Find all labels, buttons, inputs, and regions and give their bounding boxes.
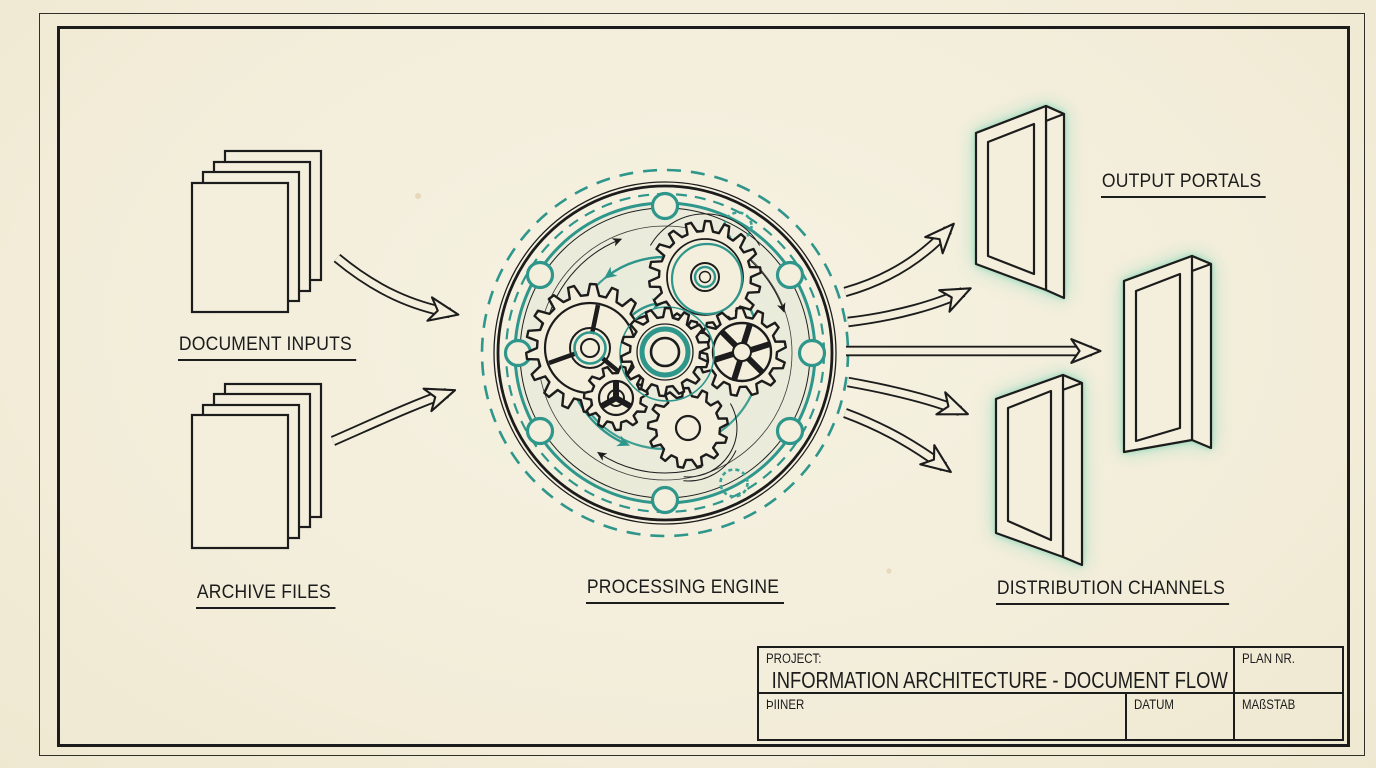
massstab-cell: MAßSTAB [1235, 694, 1342, 739]
archive-files-stack-icon [190, 382, 323, 550]
drafter-cell: ÞIINER [759, 694, 1127, 739]
paper-speck [886, 568, 892, 574]
gear-central [619, 306, 715, 402]
gear-bottom [646, 386, 729, 469]
datum-label: DATUM [1134, 697, 1174, 712]
input-flow-arrows [330, 253, 460, 446]
output-portal-middle-icon [1122, 254, 1213, 454]
massstab-label: MAßSTAB [1242, 697, 1296, 712]
gear-top [648, 219, 762, 335]
project-title: INFORMATION ARCHITECTURE - DOCUMENT FLOW [771, 667, 1228, 693]
label-archive-files: ARCHIVE FILES [196, 581, 351, 609]
document-inputs-stack-icon [190, 149, 323, 314]
output-portal-top-icon [974, 104, 1066, 300]
drafter-label: ÞIINER [766, 697, 805, 712]
datum-cell: DATUM [1127, 694, 1235, 739]
paper-speck [415, 193, 421, 199]
label-processing-engine: PROCESSING ENGINE [586, 576, 806, 604]
plan-nr-label: PLAN NR. [1242, 651, 1295, 666]
label-document-inputs: DOCUMENT INPUTS [178, 333, 376, 361]
title-block: PROJECT: INFORMATION ARCHITECTURE - DOCU… [757, 646, 1344, 741]
title-block-project-cell: PROJECT: INFORMATION ARCHITECTURE - DOCU… [759, 648, 1235, 694]
label-distribution-channels: DISTRIBUTION CHANNELS [996, 577, 1255, 605]
project-label: PROJECT: [766, 651, 822, 666]
label-output-portals: OUTPUT PORTALS [1101, 170, 1284, 198]
plan-nr-cell: PLAN NR. [1235, 648, 1342, 694]
output-flow-arrows [843, 222, 1102, 474]
gear-right [696, 306, 787, 397]
output-portal-bottom-icon [994, 373, 1084, 567]
processing-engine-gear-icon [480, 168, 850, 538]
